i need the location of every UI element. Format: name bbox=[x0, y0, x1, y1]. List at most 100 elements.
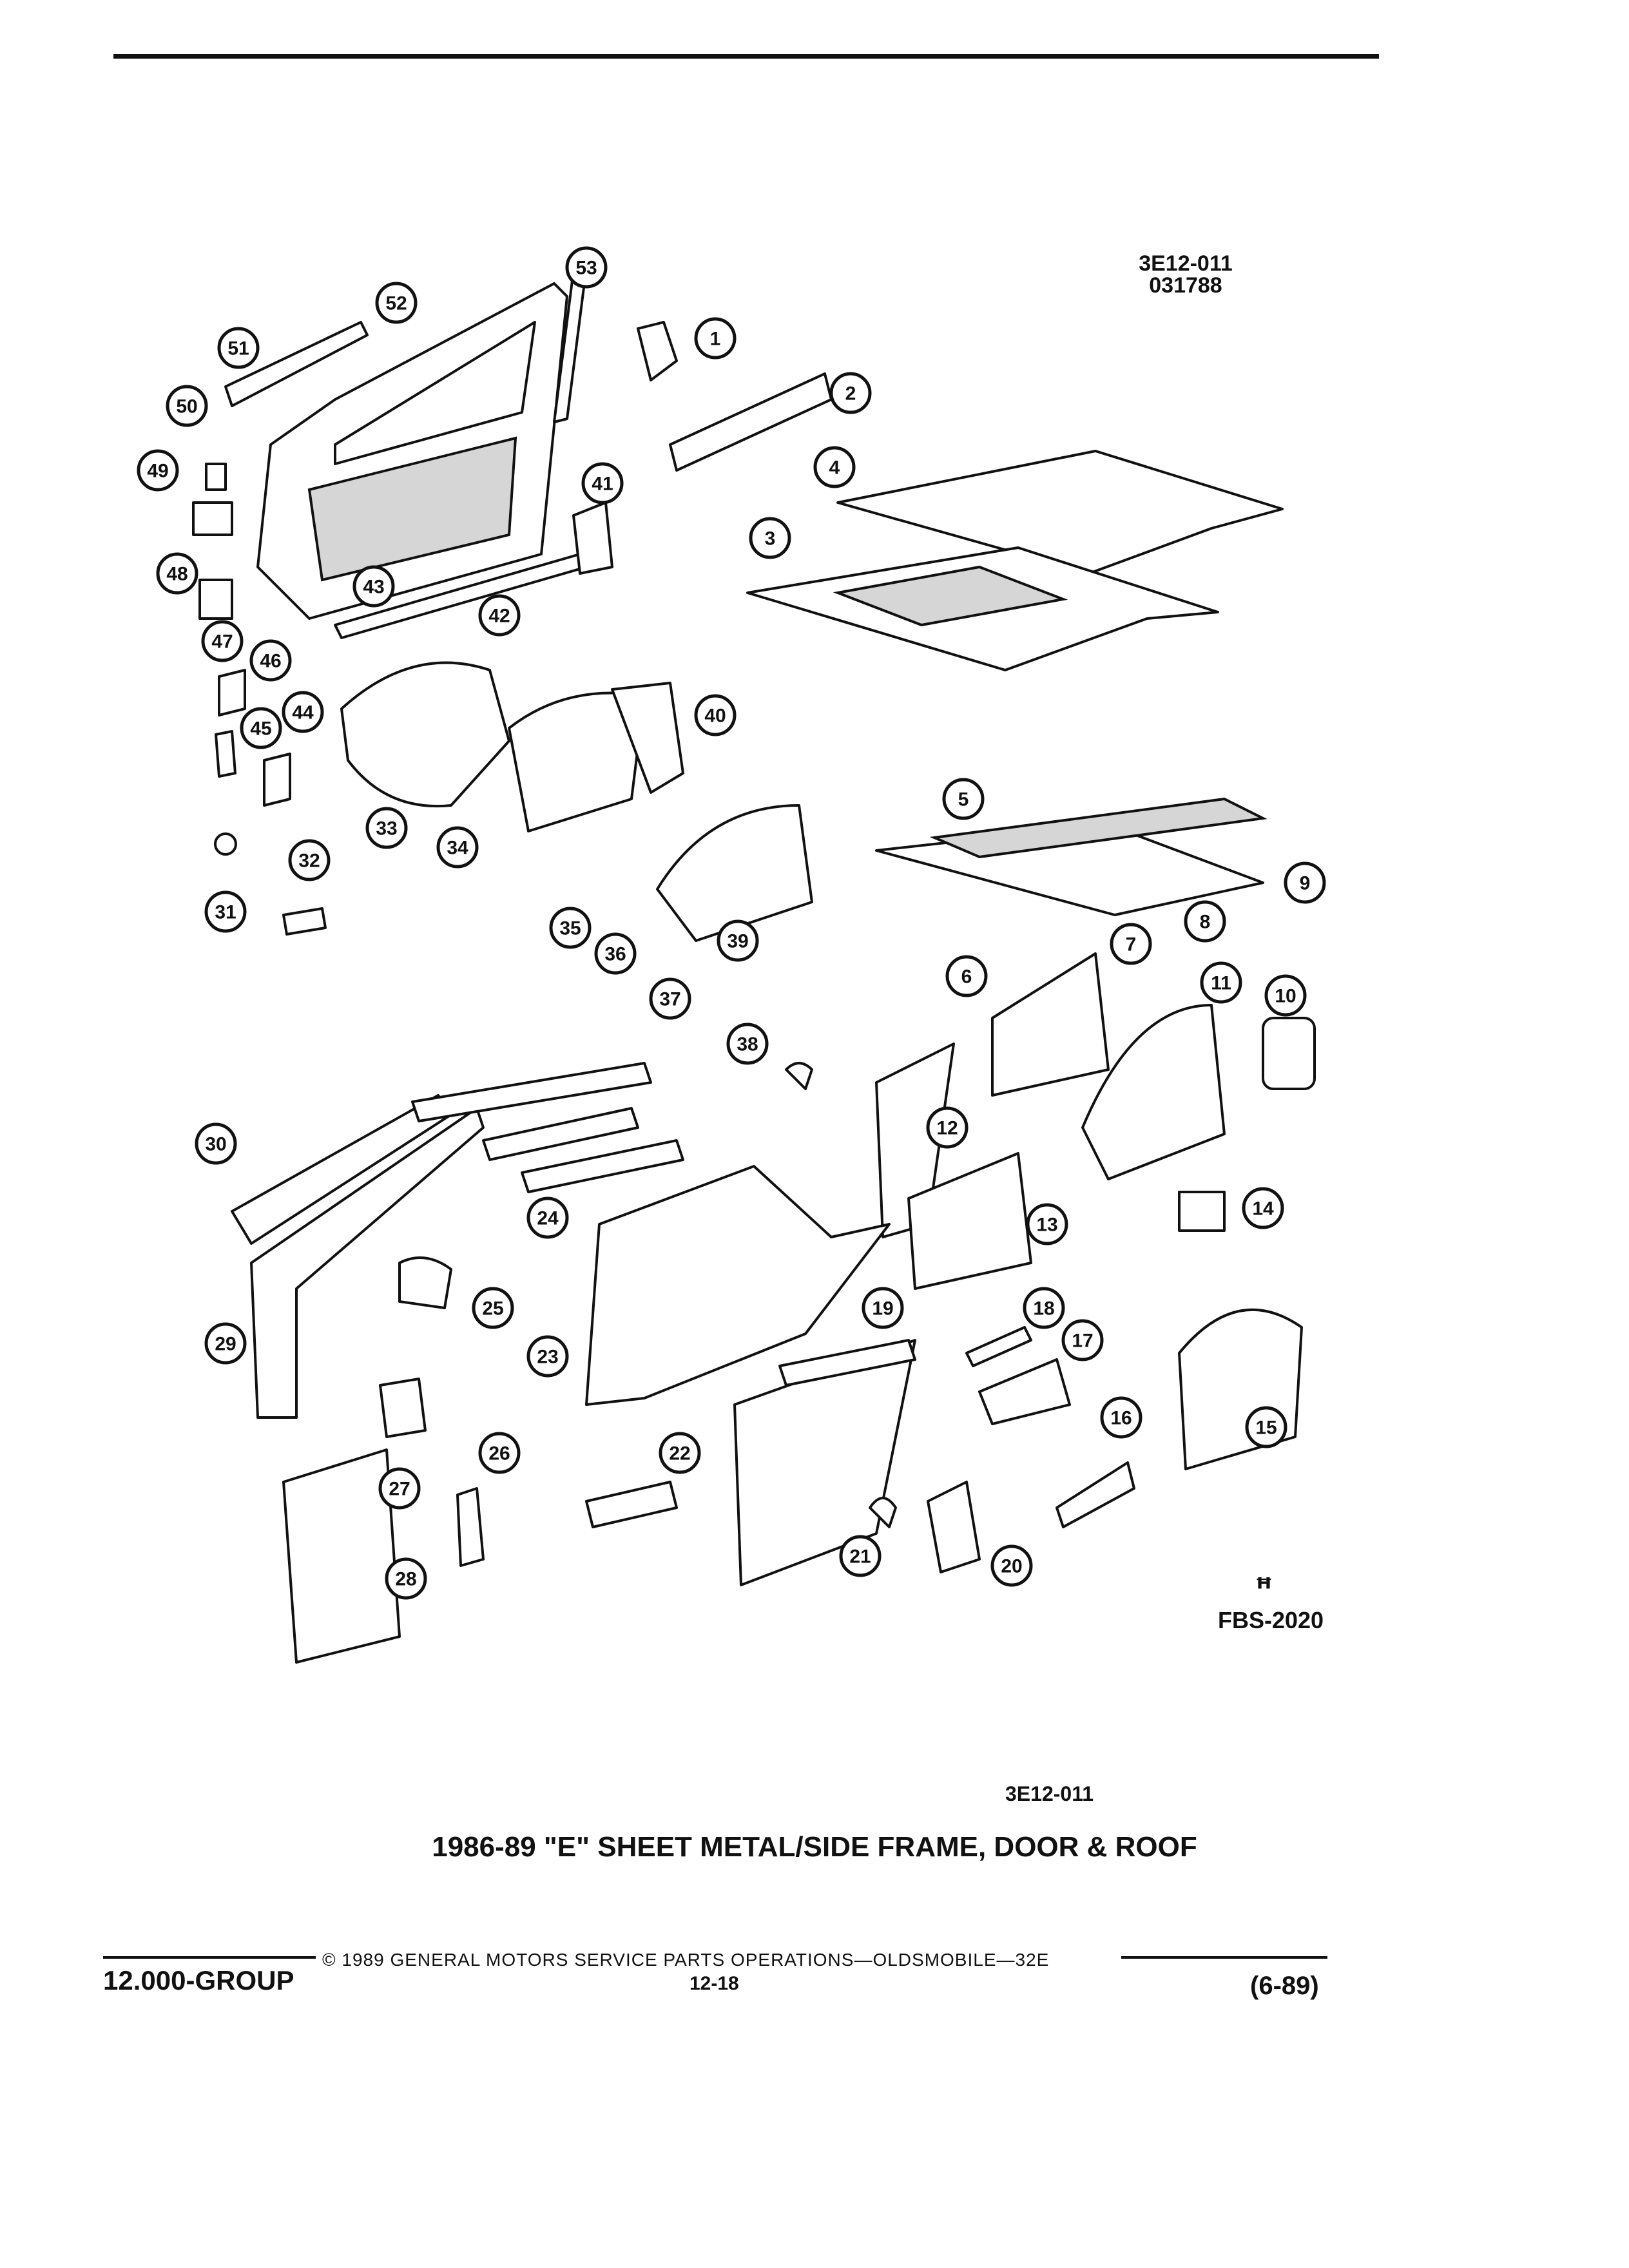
callout-number: 17 bbox=[1072, 1331, 1093, 1352]
callout-9: 9 bbox=[1284, 861, 1326, 904]
callout-13: 13 bbox=[1026, 1203, 1068, 1245]
callout-48: 48 bbox=[156, 552, 198, 595]
callout-44: 44 bbox=[282, 691, 324, 733]
patch-22-part bbox=[585, 1481, 678, 1528]
callout-11: 11 bbox=[1200, 961, 1242, 1004]
callout-bubble bbox=[1284, 861, 1326, 904]
callout-bubble bbox=[365, 807, 408, 849]
callout-number: 38 bbox=[737, 1034, 758, 1055]
footer-copyright: © 1989 GENERAL MOTORS SERVICE PARTS OPER… bbox=[322, 1950, 1050, 1970]
callout-52: 52 bbox=[375, 282, 418, 324]
callout-35: 35 bbox=[549, 907, 592, 949]
callout-27: 27 bbox=[378, 1467, 421, 1510]
callout-bubble bbox=[526, 1196, 569, 1239]
callout-number: 26 bbox=[488, 1443, 510, 1465]
callout-33: 33 bbox=[365, 807, 408, 849]
callout-1: 1 bbox=[694, 317, 737, 360]
callout-18: 18 bbox=[1023, 1287, 1065, 1329]
callout-30: 30 bbox=[195, 1122, 237, 1165]
bracket-25-part bbox=[398, 1256, 452, 1309]
callout-bubble bbox=[1023, 1287, 1065, 1329]
caption-ref-code: 3E12-011 bbox=[1005, 1782, 1094, 1805]
callout-6: 6 bbox=[945, 955, 988, 997]
hinge-bracket-part bbox=[192, 501, 233, 536]
callout-bubble bbox=[195, 1122, 237, 1165]
callout-12: 12 bbox=[926, 1106, 969, 1149]
callout-bubble bbox=[375, 282, 418, 324]
callout-bubble bbox=[472, 1287, 514, 1329]
callout-number: 39 bbox=[727, 931, 748, 952]
callout-22: 22 bbox=[659, 1432, 701, 1474]
callout-4: 4 bbox=[813, 446, 856, 488]
callout-bubble bbox=[1242, 1187, 1284, 1229]
callout-15: 15 bbox=[1245, 1406, 1287, 1448]
callout-8: 8 bbox=[1184, 900, 1226, 943]
callout-number: 49 bbox=[147, 461, 168, 482]
callout-number: 52 bbox=[385, 293, 407, 314]
callout-bubble bbox=[436, 826, 479, 869]
callout-16: 16 bbox=[1100, 1396, 1142, 1439]
callout-number: 37 bbox=[659, 989, 680, 1010]
clip-part bbox=[637, 321, 678, 381]
pin-45-part bbox=[215, 730, 236, 778]
callout-bubble bbox=[385, 1557, 427, 1600]
callout-2: 2 bbox=[829, 372, 872, 414]
callout-bubble bbox=[1184, 900, 1226, 943]
bracket-20-part bbox=[927, 1481, 981, 1573]
callout-number: 46 bbox=[260, 651, 281, 672]
quarter-outer-panel bbox=[585, 1165, 891, 1406]
callout-bubble bbox=[1100, 1396, 1142, 1439]
callout-bubble bbox=[829, 372, 872, 414]
callout-38: 38 bbox=[726, 1023, 769, 1065]
bolt-32-part bbox=[282, 907, 327, 936]
callout-25: 25 bbox=[472, 1287, 514, 1329]
callout-34: 34 bbox=[436, 826, 479, 869]
callout-bubble bbox=[1110, 923, 1152, 965]
callout-bubble bbox=[726, 1023, 769, 1065]
callout-number: 23 bbox=[537, 1347, 558, 1368]
callout-bubble bbox=[137, 449, 179, 492]
fbs-code: FBS-2020 bbox=[1218, 1607, 1324, 1633]
callout-bubble bbox=[1026, 1203, 1068, 1245]
callout-bubble bbox=[1264, 974, 1307, 1017]
callout-47: 47 bbox=[201, 620, 244, 662]
callout-number: 34 bbox=[447, 838, 468, 859]
callout-41: 41 bbox=[581, 462, 624, 505]
callout-number: 53 bbox=[575, 258, 597, 279]
callout-number: 40 bbox=[704, 706, 726, 727]
callout-number: 3 bbox=[765, 528, 776, 550]
callout-number: 14 bbox=[1252, 1198, 1274, 1220]
callout-number: 30 bbox=[205, 1134, 226, 1155]
callout-bubble bbox=[942, 778, 985, 820]
callout-3: 3 bbox=[749, 517, 791, 559]
callout-bubble bbox=[565, 246, 608, 289]
callout-bubble bbox=[282, 691, 324, 733]
callout-37: 37 bbox=[649, 977, 691, 1020]
callout-number: 12 bbox=[936, 1118, 958, 1139]
callout-number: 1 bbox=[710, 329, 721, 350]
callout-number: 15 bbox=[1255, 1418, 1277, 1439]
footer-group: 12.000-GROUP bbox=[103, 1965, 294, 1995]
fbs-logo-mark: ꟸ bbox=[1255, 1573, 1273, 1604]
callout-bubble bbox=[378, 1467, 421, 1510]
callout-5: 5 bbox=[942, 778, 985, 820]
callout-bubble bbox=[839, 1535, 882, 1577]
bracket-27-part bbox=[379, 1378, 427, 1438]
header-date-code: 031788 bbox=[1149, 273, 1222, 298]
callout-number: 19 bbox=[872, 1298, 893, 1320]
callout-layer: 1234567891011121314151617181920212223242… bbox=[137, 246, 1326, 1600]
callout-bubble bbox=[478, 594, 521, 637]
callout-29: 29 bbox=[204, 1322, 247, 1365]
header-ref-code: 3E12-011 bbox=[1139, 251, 1233, 276]
roof-bow-strip bbox=[929, 797, 1268, 859]
callout-bubble bbox=[1245, 1406, 1287, 1448]
footer-left-rule bbox=[103, 1956, 316, 1959]
callout-17: 17 bbox=[1061, 1319, 1104, 1361]
callout-number: 13 bbox=[1036, 1215, 1057, 1236]
front-wheelhouse-part bbox=[340, 661, 510, 808]
callout-21: 21 bbox=[839, 1535, 882, 1577]
callout-26: 26 bbox=[478, 1432, 521, 1474]
callout-number: 28 bbox=[395, 1569, 416, 1590]
callout-bubble bbox=[166, 385, 208, 427]
callout-bubble bbox=[926, 1106, 969, 1149]
